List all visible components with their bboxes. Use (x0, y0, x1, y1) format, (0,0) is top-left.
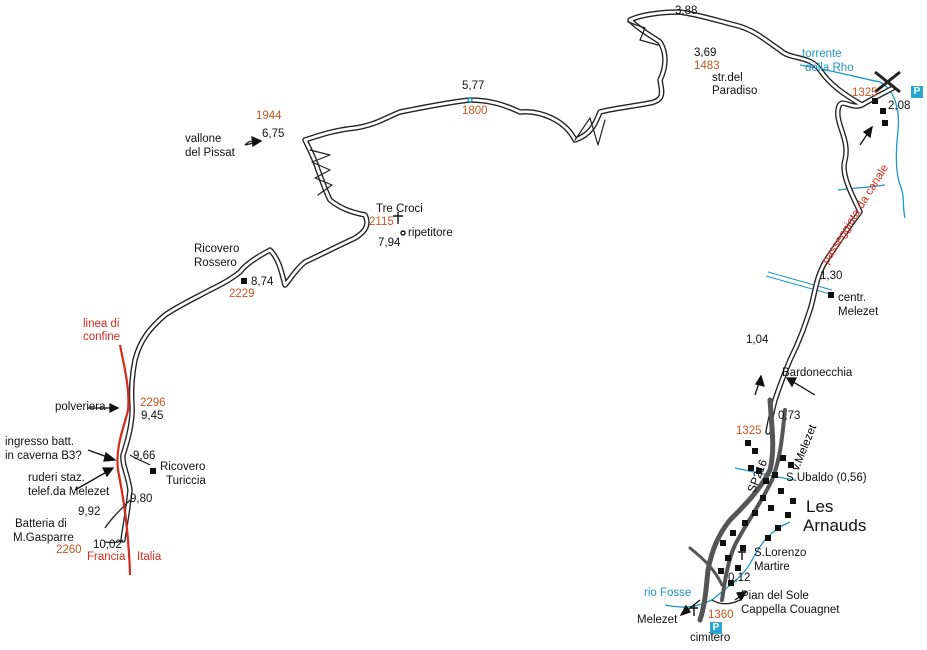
cimitero-label: cimitero (690, 632, 731, 644)
km-577: 5,77 (462, 80, 485, 92)
pian-1: Pian del Sole (741, 590, 809, 602)
bardonecchia: Bardonecchia (782, 367, 853, 379)
caverna-1: ingresso batt. (5, 436, 75, 448)
rossero-1: Ricovero (194, 243, 240, 255)
alt-1325-top: 1325 (852, 87, 878, 99)
caverna-2: in caverna B3? (5, 450, 82, 462)
switchbacks-pissat (309, 149, 333, 196)
switchbacks-upper (574, 21, 659, 146)
pissat-2: del Pissat (185, 147, 235, 159)
border-line (116, 344, 132, 576)
lorenzo-1: S.Lorenzo (754, 547, 807, 559)
torrente-2: della Rho (805, 62, 854, 74)
rossero-2: Rossero (194, 257, 237, 269)
main-road (120, 9, 896, 543)
parking-bottom-icon: P (710, 622, 722, 634)
km-675: 6,75 (262, 128, 285, 140)
rio-fosse: rio Fosse (644, 587, 692, 599)
label-italia: Italia (137, 551, 162, 563)
gasparre-1: Batteria di (15, 518, 67, 530)
parking-top-icon: P (911, 86, 923, 98)
alt-2229: 2229 (229, 288, 255, 300)
ripetitore: ripetitore (408, 227, 453, 239)
confine-2: confine (83, 331, 121, 343)
centr-2: Melezet (838, 306, 879, 318)
stream-branch (837, 184, 886, 191)
km-369: 3,69 (694, 47, 717, 59)
km-388: 3,88 (675, 5, 698, 17)
alt-2296: 2296 (140, 397, 166, 409)
alt-1325-mid: 1325 (736, 425, 762, 437)
km-208: 2,08 (888, 100, 911, 112)
ruderi-2: telef.da Melezet (28, 486, 110, 498)
canal-crossings (765, 271, 833, 295)
torrente-1: torrente (802, 48, 842, 60)
cemetery-cross (690, 604, 698, 616)
church-cross (738, 548, 746, 560)
pian-road (711, 599, 741, 605)
tre-croci-cross (393, 212, 403, 224)
lorenzo-2: Martire (754, 561, 790, 573)
road-inner (121, 10, 895, 542)
km-992: 9,92 (78, 506, 101, 518)
markers (393, 97, 746, 616)
buildings (150, 98, 888, 586)
bridge-marker (874, 70, 901, 94)
km-104: 1,04 (746, 334, 769, 346)
km-012: 0,12 (728, 572, 751, 584)
km-130: 1,30 (820, 270, 843, 282)
confine-1: linea di (83, 318, 120, 330)
ripetitore-marker (400, 230, 406, 236)
alt-1944: 1944 (256, 110, 282, 122)
alt-1800-marker (467, 97, 473, 103)
alt-1483: 1483 (694, 60, 720, 72)
centr-1: centr. (838, 292, 867, 304)
alt-2260: 2260 (56, 544, 82, 556)
water-features (664, 64, 906, 608)
str-paradiso-2: Paradiso (712, 85, 758, 97)
arnauds-label: Arnauds (803, 516, 867, 535)
s-ubaldo-stream (734, 467, 796, 481)
label-francia: Francia (87, 551, 126, 563)
direction-arrows (74, 125, 873, 617)
str-paradiso-1: str.del (712, 72, 743, 84)
alt-2115: 2115 (369, 216, 394, 228)
tre-croci: Tre Croci (376, 203, 423, 215)
melezet-label: Melezet (637, 614, 678, 626)
km-945: 9,45 (141, 410, 164, 422)
turiccia-1: Ricovero (160, 461, 206, 473)
sp216-road (697, 397, 776, 623)
km-1002: 10,02 (93, 539, 122, 551)
km-794: 7,94 (378, 237, 401, 249)
pissat-1: vallone (185, 133, 222, 145)
polveriera: polveriera (55, 401, 106, 413)
pian-2: Cappella Couagnet (741, 604, 840, 616)
ruderi-1: ruderi staz. (28, 472, 85, 484)
km-874: 8,74 (251, 276, 274, 288)
lower-road (688, 546, 724, 587)
km-966: 9,66 (133, 450, 156, 462)
gasparre-2: M.Gasparre (13, 532, 74, 544)
km-073: 0,73 (778, 410, 801, 422)
turiccia-2: Turiccia (166, 475, 206, 487)
s-ubaldo: S.Ubaldo (0,56) (786, 472, 867, 484)
les-label: Les (806, 497, 834, 516)
km-980: 9,80 (130, 493, 153, 505)
alt-1360: 1360 (708, 609, 734, 621)
alt-1800: 1800 (462, 105, 488, 117)
torrente-rho-stream (799, 64, 906, 219)
